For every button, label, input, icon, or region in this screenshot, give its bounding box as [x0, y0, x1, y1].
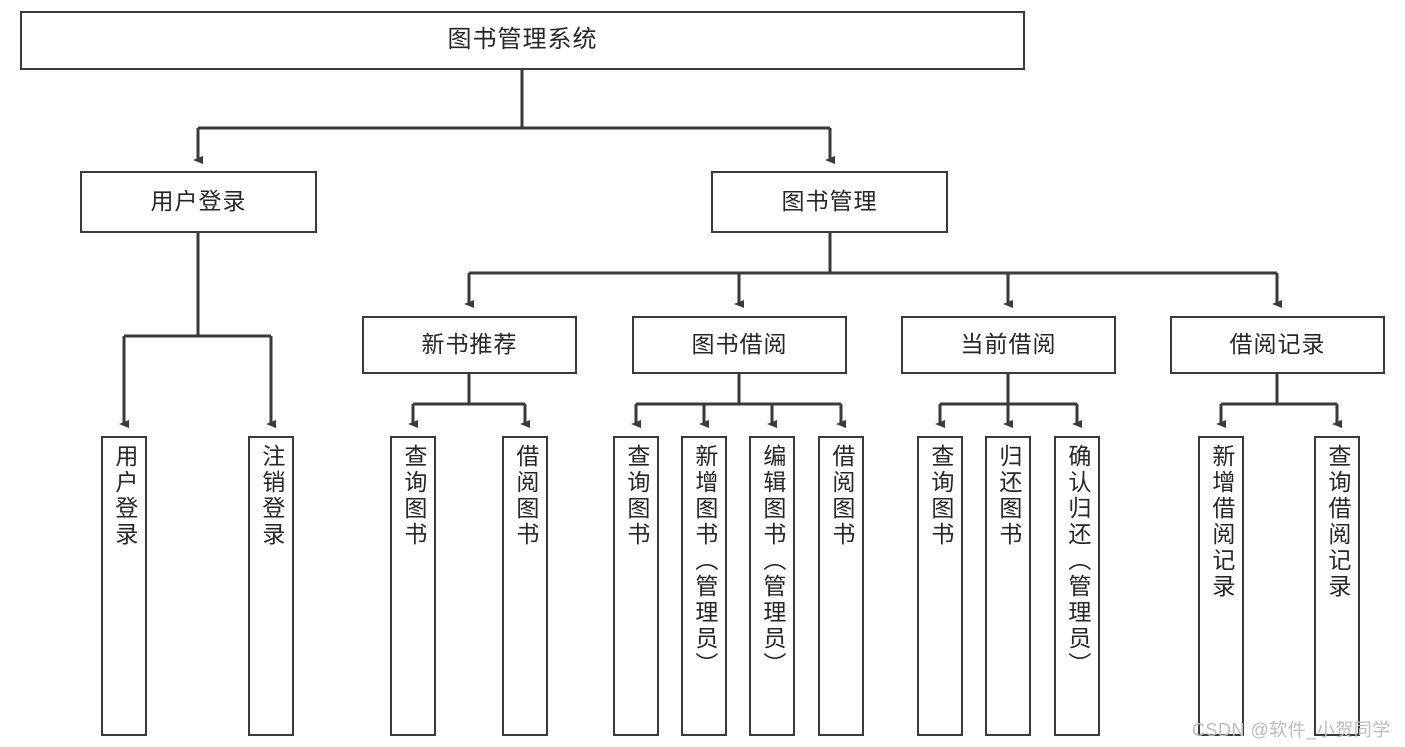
leaf-query-book-2-label: 查询图书 — [623, 444, 650, 548]
leaf-add-record[interactable]: 新增借阅记录 — [1198, 436, 1244, 736]
leaf-return-book-label: 归还图书 — [995, 444, 1022, 548]
leaf-query-book-2[interactable]: 查询图书 — [613, 436, 659, 736]
leaf-borrow-book-2-label: 借阅图书 — [828, 444, 855, 548]
node-user-login[interactable]: 用户登录 — [80, 171, 317, 233]
leaf-confirm-return-label: 确认归还（管理员） — [1064, 444, 1091, 678]
leaf-query-record-label: 查询借阅记录 — [1324, 444, 1351, 600]
node-book-borrow-label: 图书借阅 — [691, 331, 788, 358]
node-book-borrow[interactable]: 图书借阅 — [632, 316, 847, 374]
leaf-add-record-label: 新增借阅记录 — [1208, 444, 1235, 600]
node-book-manage-label: 图书管理 — [781, 188, 878, 215]
leaf-borrow-book-1-label: 借阅图书 — [512, 444, 539, 548]
node-new-book-rec-label: 新书推荐 — [421, 331, 518, 358]
node-user-login-label: 用户登录 — [150, 188, 247, 215]
leaf-confirm-return[interactable]: 确认归还（管理员） — [1054, 436, 1100, 736]
leaf-borrow-book-2[interactable]: 借阅图书 — [818, 436, 864, 736]
leaf-borrow-book-1[interactable]: 借阅图书 — [502, 436, 548, 736]
leaf-edit-book[interactable]: 编辑图书（管理员） — [749, 436, 795, 736]
leaf-user-logout-label: 注销登录 — [258, 444, 285, 548]
leaf-query-book-3[interactable]: 查询图书 — [917, 436, 963, 736]
leaf-query-book-1[interactable]: 查询图书 — [390, 436, 436, 736]
node-root-label: 图书管理系统 — [447, 26, 598, 54]
leaf-edit-book-label: 编辑图书（管理员） — [759, 444, 786, 678]
leaf-return-book[interactable]: 归还图书 — [985, 436, 1031, 736]
node-new-book-rec[interactable]: 新书推荐 — [362, 316, 577, 374]
node-borrow-record-label: 借阅记录 — [1229, 331, 1326, 358]
leaf-query-record[interactable]: 查询借阅记录 — [1314, 436, 1360, 736]
leaf-user-login-label: 用户登录 — [111, 444, 138, 548]
leaf-add-book[interactable]: 新增图书（管理员） — [681, 436, 727, 736]
node-current-borrow[interactable]: 当前借阅 — [901, 316, 1116, 374]
leaf-query-book-3-label: 查询图书 — [927, 444, 954, 548]
node-book-manage[interactable]: 图书管理 — [711, 171, 948, 233]
leaf-add-book-label: 新增图书（管理员） — [691, 444, 718, 678]
leaf-query-book-1-label: 查询图书 — [400, 444, 427, 548]
csdn-watermark: CSDN @软件_小贺同学 — [1192, 720, 1391, 740]
node-root[interactable]: 图书管理系统 — [20, 11, 1025, 70]
node-current-borrow-label: 当前借阅 — [960, 331, 1057, 358]
node-borrow-record[interactable]: 借阅记录 — [1170, 316, 1385, 374]
leaf-user-login[interactable]: 用户登录 — [101, 436, 147, 736]
leaf-user-logout[interactable]: 注销登录 — [248, 436, 294, 736]
